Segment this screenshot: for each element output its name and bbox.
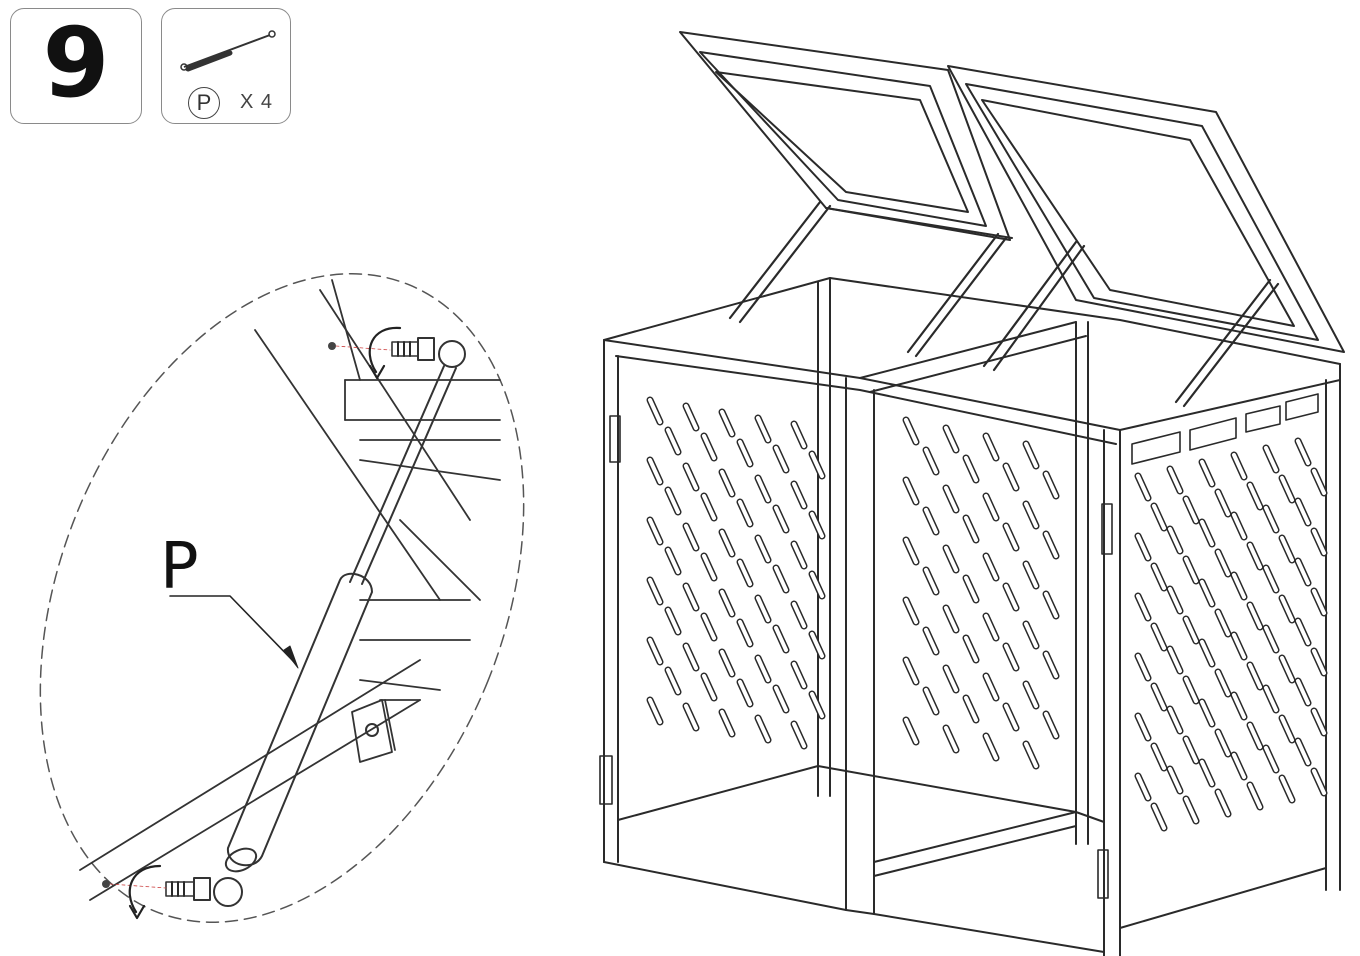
callout-leader-line [169, 595, 297, 665]
parts-box: P X 4 [161, 8, 291, 124]
front-panel-slots [646, 396, 1328, 832]
strut-bracket [351, 699, 393, 763]
lower-bolt [165, 877, 243, 907]
lower-bolt-hole [102, 880, 110, 888]
cabinet-gas-struts [728, 200, 1280, 408]
upper-bolt-hole [328, 342, 336, 350]
bin-store-cabinet [599, 31, 1345, 956]
gas-strut [224, 365, 457, 873]
door-hinge-upper [609, 415, 621, 463]
upper-bolt [391, 337, 466, 368]
part-letter: P [196, 90, 212, 115]
callout-part-label: P [160, 530, 199, 604]
door-hinge-lower [599, 755, 613, 805]
open-lid-left [679, 31, 1013, 241]
step-number-box: 9 [10, 8, 142, 124]
open-lid-right [947, 65, 1345, 353]
gas-strut-icon [180, 30, 276, 72]
part-label-circle: P [188, 87, 220, 119]
part-quantity: X 4 [240, 91, 274, 113]
detail-callout: P [39, 273, 525, 923]
rotate-arrow-upper-icon [368, 326, 402, 374]
step-number: 9 [42, 7, 110, 119]
rotate-arrow-lower-icon [128, 864, 162, 914]
